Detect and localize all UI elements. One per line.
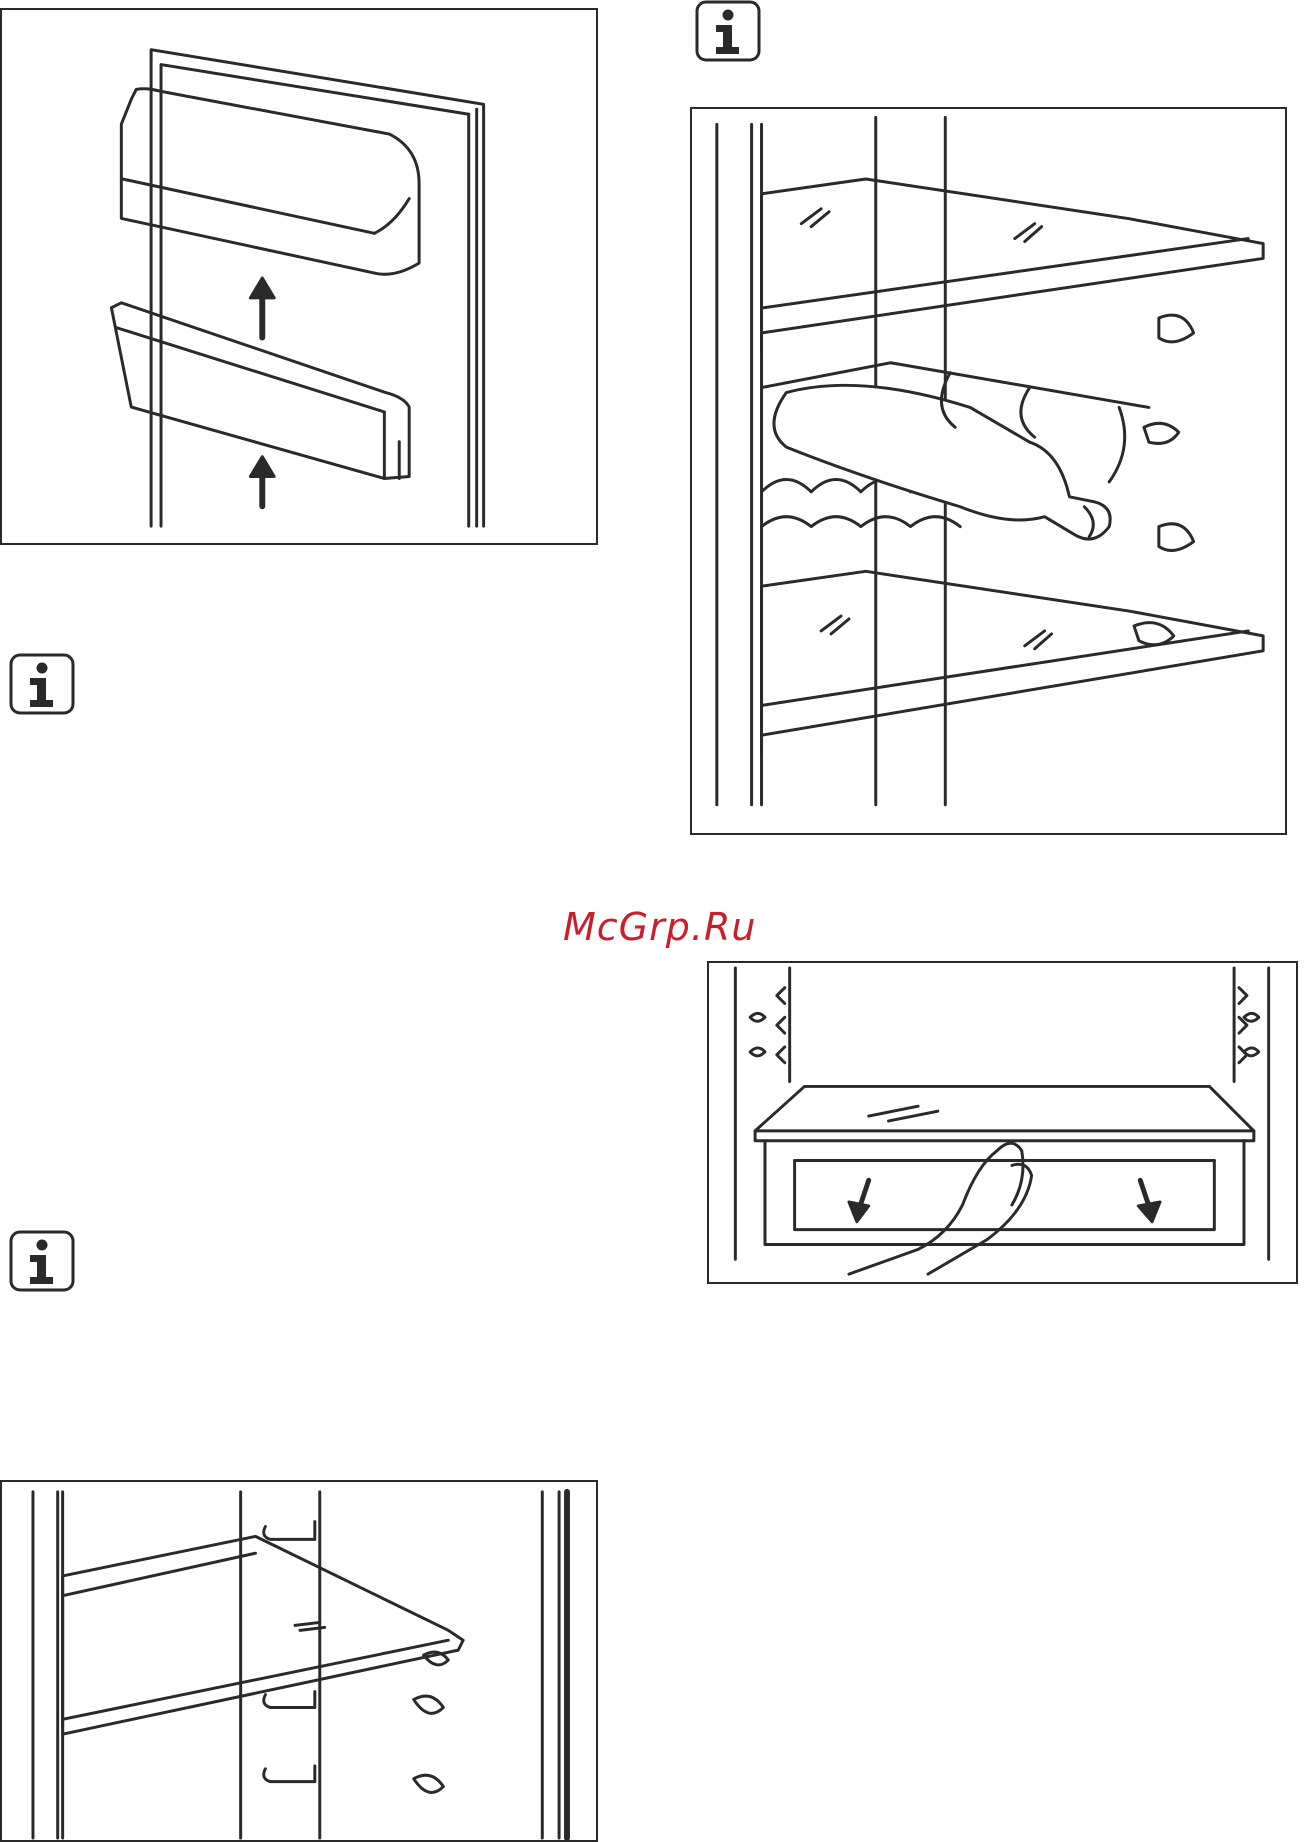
glass-shelf-figure	[0, 1480, 598, 1842]
wine-rack-figure	[690, 107, 1287, 835]
info-icon	[9, 653, 75, 715]
crisper-drawer-figure	[707, 961, 1298, 1284]
door-balcony-figure	[0, 8, 598, 545]
watermark-text: McGrp.Ru	[563, 905, 756, 949]
info-icon	[9, 1230, 75, 1292]
info-icon	[695, 0, 761, 62]
